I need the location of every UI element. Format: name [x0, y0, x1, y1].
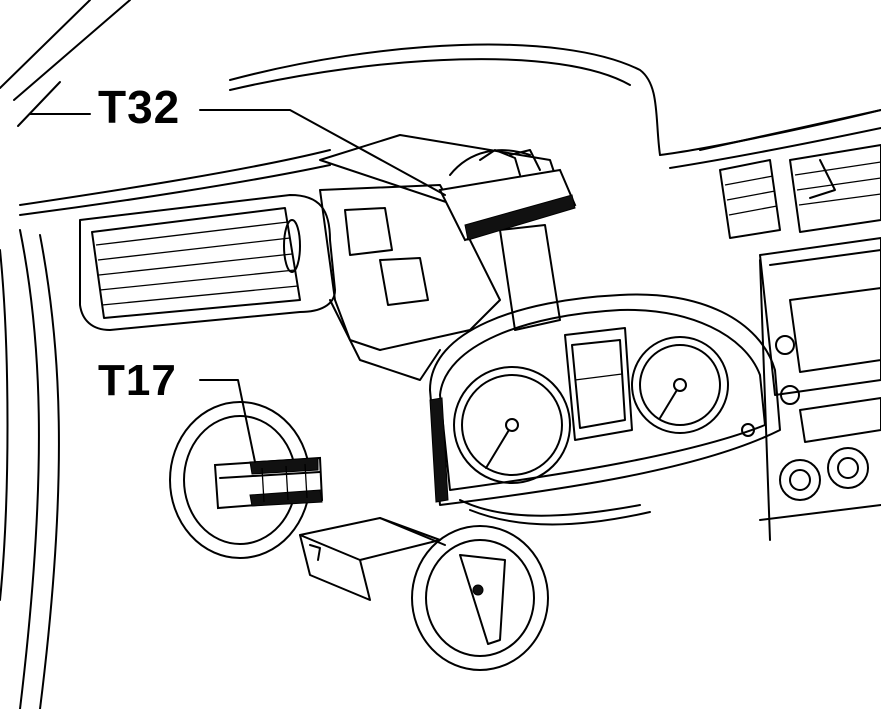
dashboard-left-edge — [0, 229, 60, 710]
left-air-vent — [79, 194, 336, 331]
windshield-lines — [0, 0, 131, 127]
t32-leader-line — [29, 109, 446, 196]
label-t17: T17 — [98, 356, 177, 405]
label-t32: T32 — [98, 81, 181, 133]
t32-connector — [319, 134, 577, 242]
instrument-cluster — [429, 293, 781, 526]
center-console — [699, 109, 881, 541]
t17-connector — [169, 401, 324, 559]
t17-leader-line — [199, 379, 256, 463]
light-switch-module — [299, 517, 549, 671]
